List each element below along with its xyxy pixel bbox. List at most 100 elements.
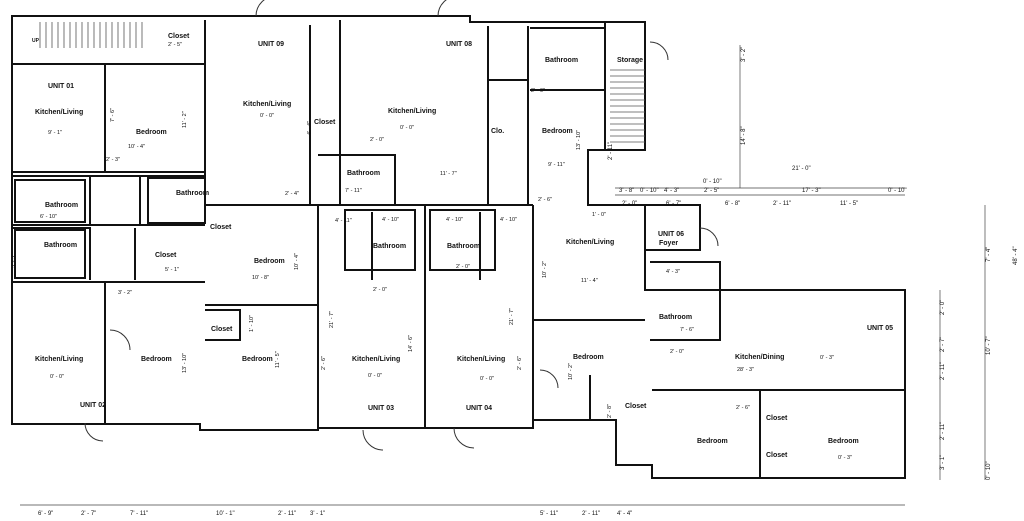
room-label-storage: Storage <box>617 57 643 64</box>
dim-text: 7' - 11" <box>345 188 362 194</box>
dim-text-vertical: 14' - 6" <box>408 335 414 352</box>
room-label-closet-02: Closet <box>155 252 177 259</box>
stairs <box>39 22 645 143</box>
dim-text: 2' - 6" <box>538 197 552 203</box>
dim-text: 2' - 0" <box>370 137 384 143</box>
bottom-dimension-string: 6' - 9" 2' - 7" 7' - 11" 10' - 1" 2' - 1… <box>38 511 632 517</box>
dim-text-vertical: 48' - 4" <box>1013 246 1019 265</box>
dim-text-vertical: 21' - 7" <box>509 308 515 325</box>
room-label-bedroom-05a: Bedroom <box>697 438 728 445</box>
dim-text: 4' - 10" <box>382 217 399 223</box>
dim-text-vertical: 3' - 2" <box>741 47 747 62</box>
unit-02-tag: UNIT 02 <box>80 402 106 409</box>
room-label-bedroom-09: Bedroom <box>254 258 285 265</box>
room-label-kitchen-living-09: Kitchen/Living <box>243 101 291 108</box>
dim-text: 10' - 4" <box>128 144 145 150</box>
dim-text: 9' - 1" <box>48 130 62 136</box>
dim-text: 3' - 1" <box>310 511 325 517</box>
room-label-bathroom-09: Bathroom <box>347 170 380 177</box>
dim-text-vertical: 2' - 7" <box>940 337 946 352</box>
dim-text-vertical: 2' - 6" <box>517 356 523 370</box>
dim-text: 2' - 3" <box>106 157 120 163</box>
dim-text: 11' - 4" <box>581 278 598 284</box>
dim-text-vertical: 13' - 10" <box>182 353 188 373</box>
unit-08-tag: UNIT 08 <box>446 41 472 48</box>
dim-text: 2' - 0" <box>622 201 637 207</box>
dim-text-vertical: 13' - 10" <box>576 130 582 150</box>
dim-text: 9' - 11" <box>548 162 565 168</box>
room-label-kitchen-living-02: Kitchen/Living <box>35 356 83 363</box>
dim-text: 0' - 3" <box>838 455 852 461</box>
dim-text: 2' - 0" <box>373 287 387 293</box>
room-label-bedroom-05b: Bedroom <box>828 438 859 445</box>
dim-text: 6' - 9" <box>38 511 53 517</box>
dim-text: 4' - 10" <box>446 217 463 223</box>
dim-text: 3' - 2" <box>118 290 132 296</box>
dim-text: 3' - 8" <box>619 188 634 194</box>
room-label-closet-05: Closet <box>625 403 647 410</box>
dim-text: 2' - 0" <box>456 264 470 270</box>
unit-04-tag: UNIT 04 <box>466 405 492 412</box>
dim-text: 17' - 3" <box>802 188 821 194</box>
room-label-bedroom-01: Bedroom <box>136 129 167 136</box>
room-label-closet-03: Closet <box>210 224 232 231</box>
unit-03-tag: UNIT 03 <box>368 405 394 412</box>
unit-05-tag: UNIT 05 <box>867 325 893 332</box>
dim-text-vertical: 11' - 2" <box>182 111 188 128</box>
dim-text: 2' - 5" <box>168 42 182 48</box>
dim-text: 10' - 8" <box>252 275 269 281</box>
dim-text: 5' - 1" <box>165 267 179 273</box>
room-labels: Kitchen/Living Bedroom Kitchen/Living Ki… <box>32 33 859 459</box>
walls <box>11 15 906 479</box>
dim-text: 4' - 3" <box>664 188 679 194</box>
dim-text-vertical: 1' - 10" <box>249 315 255 332</box>
stair-up-label: UP <box>32 38 40 44</box>
dim-text-vertical: 10' - 7" <box>986 336 992 355</box>
unit-tags: UNIT 01 UNIT 02 UNIT 03 UNIT 04 UNIT 05 … <box>48 41 893 412</box>
dim-text: 0' - 3" <box>820 355 834 361</box>
room-label-foyer: Foyer <box>659 240 678 247</box>
room-label-kitchen-living-01: Kitchen/Living <box>35 109 83 116</box>
room-label-bathroom-04: Bathroom <box>447 243 480 250</box>
dim-text-vertical: 10' - 4" <box>294 253 300 270</box>
room-label-closet-07: Closet <box>766 452 788 459</box>
room-label-kitchen-dining: Kitchen/Dining <box>735 354 784 361</box>
room-dimensions: 2' - 5" 9' - 1" 10' - 4" 2' - 3" 0' - 0"… <box>40 42 852 461</box>
room-label-kitchen-living-06: Kitchen/Living <box>566 239 614 246</box>
dim-text: 21' - 0" <box>792 166 811 172</box>
dim-text: 0' - 0" <box>50 374 64 380</box>
room-label-bedroom-04: Bedroom <box>573 354 604 361</box>
dim-text: 6' - 10" <box>40 214 57 220</box>
dim-text: 11' - 5" <box>840 201 858 207</box>
dim-text: 0' - 10" <box>640 188 659 194</box>
dim-text-vertical: 2' - 11" <box>608 142 614 160</box>
dim-text-vertical: 2' - 6" <box>321 356 327 370</box>
dim-text-vertical: 4' - 4" <box>307 121 313 135</box>
dim-text: 2' - 7" <box>81 511 96 517</box>
room-label-kitchen-living-03: Kitchen/Living <box>352 356 400 363</box>
room-label-closet-09: Closet <box>314 119 336 126</box>
room-label-bathroom-08: Bathroom <box>545 57 578 64</box>
dim-text-vertical: 2' - 8" <box>607 404 613 418</box>
dim-text: 0' - 0" <box>480 376 494 382</box>
dim-text: 5' - 11" <box>540 511 558 517</box>
dim-text: 1' - 0" <box>592 212 606 218</box>
dim-text-vertical: 7' - 6" <box>110 108 116 122</box>
dim-text: 7' - 11" <box>130 511 148 517</box>
dim-text: 0' - 0" <box>260 113 274 119</box>
dim-text: 6' - 8" <box>725 201 740 207</box>
dim-text: 11' - 7" <box>440 171 457 177</box>
dim-text-vertical: 3' - 1" <box>940 455 946 470</box>
dim-text-vertical: 21' - 7" <box>329 311 335 328</box>
unit-01-tag: UNIT 01 <box>48 83 74 90</box>
door-swings <box>84 0 719 451</box>
dim-text: 2' - 4" <box>285 191 299 197</box>
room-label-closet-04: Closet <box>211 326 233 333</box>
dim-text: 2' - 5" <box>704 188 719 194</box>
dim-text-vertical: 2' - 0" <box>940 300 946 315</box>
room-label-bathroom-02: Bathroom <box>44 242 77 249</box>
dim-text-vertical: 2' - 11" <box>940 362 946 380</box>
dim-text: 4' - 3" <box>666 269 680 275</box>
dim-text: 2' - 11" <box>582 511 600 517</box>
